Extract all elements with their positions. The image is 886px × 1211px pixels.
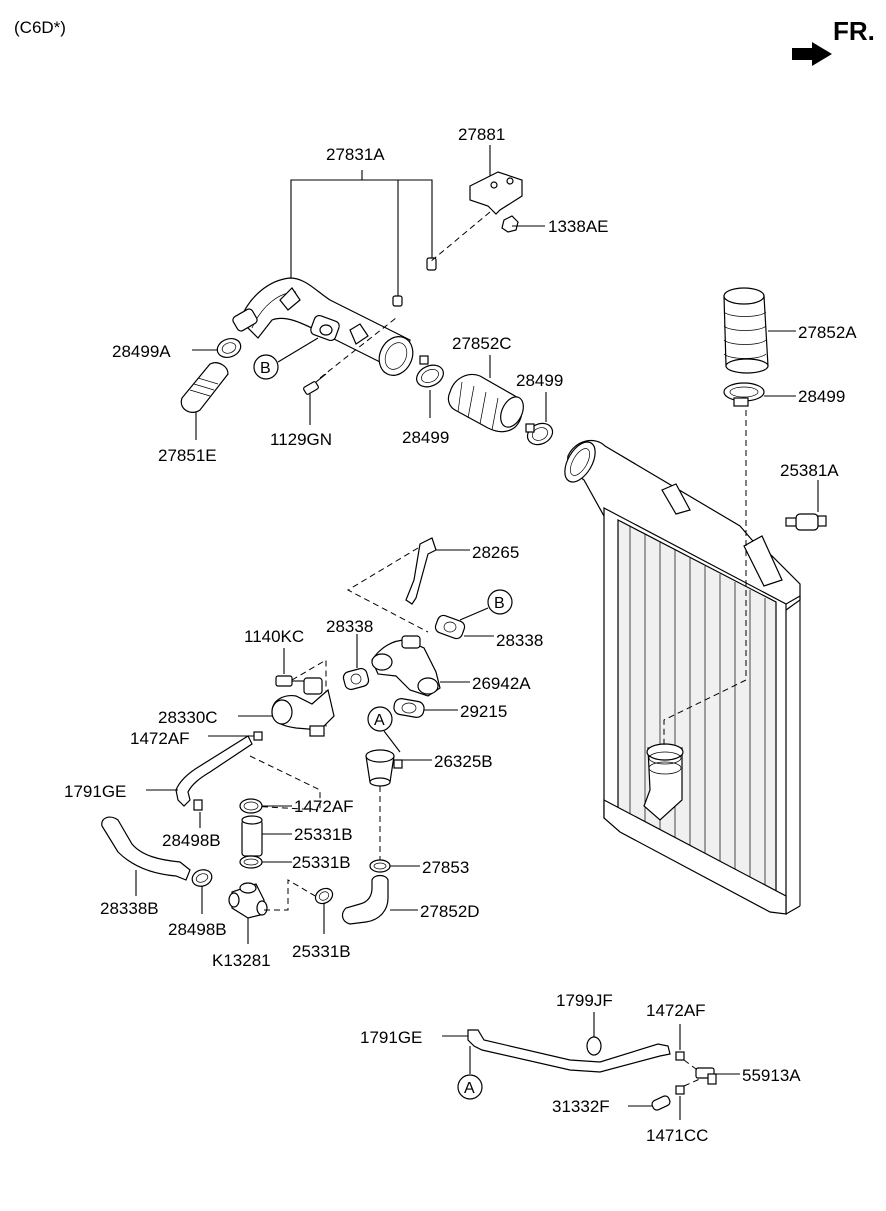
clamp-25331B-bottom bbox=[314, 887, 334, 905]
bracket-28265 bbox=[405, 537, 437, 605]
label-28265: 28265 bbox=[472, 543, 519, 562]
clamp-28499A bbox=[216, 337, 242, 359]
hose-27852D bbox=[341, 874, 389, 925]
label-31332F: 31332F bbox=[552, 1097, 610, 1116]
cap-26325B bbox=[365, 749, 403, 787]
connector-icon bbox=[193, 799, 203, 811]
clamp-25331B-left bbox=[239, 855, 263, 869]
label-1338AE: 1338AE bbox=[548, 217, 609, 236]
clip-1799JF bbox=[586, 1036, 602, 1056]
core-fins bbox=[629, 526, 766, 890]
clamp-28499-a bbox=[416, 355, 444, 388]
hose-28338B bbox=[101, 816, 191, 881]
hose-1791GE-mid bbox=[175, 735, 253, 807]
label-28499-c: 28499 bbox=[798, 387, 845, 406]
bolt-1129GN bbox=[303, 373, 327, 395]
housing-28330C bbox=[271, 677, 335, 737]
clamp-28498B-top bbox=[239, 798, 263, 814]
intercooler bbox=[564, 439, 801, 915]
hose-27851E bbox=[180, 362, 229, 413]
clamp-28498B-bottom bbox=[191, 869, 213, 887]
front-arrow-icon bbox=[792, 42, 832, 66]
label-28338-left: 28338 bbox=[326, 617, 373, 636]
label-25331B-left: 25331B bbox=[292, 853, 351, 872]
label-28499A: 28499A bbox=[112, 342, 171, 361]
label-28338B: 28338B bbox=[100, 899, 159, 918]
bracket-27881 bbox=[469, 171, 523, 215]
label-1791GE-bottom: 1791GE bbox=[360, 1028, 422, 1047]
label-28498B-top: 1472AF bbox=[294, 797, 354, 816]
label-28498B-bottom: 28498B bbox=[168, 920, 227, 939]
label-28330C: 28330C bbox=[158, 708, 218, 727]
label-27852C: 27852C bbox=[452, 334, 512, 353]
label-27853: 25331B bbox=[294, 825, 353, 844]
callout-a-mid bbox=[367, 706, 393, 732]
gasket-29215 bbox=[393, 698, 425, 718]
callout-a-mid-text: A bbox=[374, 712, 385, 729]
intake-pipe bbox=[232, 277, 414, 376]
connector-icon bbox=[253, 731, 263, 741]
callout-b-mid-text: B bbox=[494, 595, 505, 612]
label-26325B: 26325B bbox=[434, 752, 493, 771]
fitting-55913A bbox=[695, 1067, 717, 1085]
label-1472AF-bottom: 1472AF bbox=[646, 1001, 706, 1020]
label-27881: 27881 bbox=[458, 125, 505, 144]
label-26942A: 26942A bbox=[472, 674, 531, 693]
label-1791GE-mid: 1791GE bbox=[64, 782, 126, 801]
hose-27852A bbox=[723, 287, 769, 374]
leader-27831A bbox=[290, 170, 433, 298]
hose-27852C bbox=[447, 373, 524, 433]
label-25331B-right: 27853 bbox=[422, 858, 469, 877]
clamp-25331B-right bbox=[369, 859, 391, 873]
label-29215: 29215 bbox=[460, 702, 507, 721]
gasket-28338-right bbox=[434, 614, 466, 640]
callout-b-mid bbox=[487, 589, 513, 615]
label-28499-b: 28499 bbox=[516, 371, 563, 390]
callout-a-bottom-text: A bbox=[464, 1080, 475, 1097]
label-55913A: 55913A bbox=[742, 1066, 801, 1085]
label-1471CC: 1471CC bbox=[646, 1126, 708, 1145]
fitting-K13281 bbox=[228, 882, 268, 919]
label-27851E: 27851E bbox=[158, 446, 217, 465]
hose-1791GE-bottom bbox=[467, 1029, 671, 1073]
label-K13281: K13281 bbox=[212, 951, 271, 970]
hose-27853 bbox=[241, 815, 263, 857]
pin-icon bbox=[392, 257, 437, 307]
label-1472AF-mid: 28498B bbox=[162, 831, 221, 850]
label-27852A: 27852A bbox=[798, 323, 857, 342]
callout-b-top-text: B bbox=[260, 360, 271, 377]
label-25331B-bottom: 25331B bbox=[292, 942, 351, 961]
housing-26942A bbox=[371, 635, 441, 697]
label-27831A: 27831A bbox=[326, 145, 385, 164]
callout-b-top bbox=[253, 354, 279, 380]
connector-icon bbox=[675, 1085, 685, 1095]
tube-31332F bbox=[651, 1095, 671, 1111]
callout-a-bottom bbox=[457, 1074, 483, 1100]
label-1129GN: 1129GN bbox=[270, 430, 332, 449]
variant-code: (C6D*) bbox=[14, 18, 66, 37]
label-25381A: 25381A bbox=[780, 461, 839, 480]
clamp-28499-b bbox=[525, 422, 554, 446]
label-1472AF-top: 1472AF bbox=[130, 729, 190, 748]
label-27852D: 27852D bbox=[420, 902, 480, 921]
label-1140KC: 1140KC bbox=[244, 627, 304, 646]
bolt-1140KC bbox=[275, 675, 304, 687]
connector-icon bbox=[675, 1051, 685, 1061]
nut-icon bbox=[501, 215, 519, 233]
label-28499-a: 28499 bbox=[402, 428, 449, 447]
sensor-25381A bbox=[785, 513, 827, 531]
direction-label: FR. bbox=[833, 16, 875, 46]
label-1799JF: 1799JF bbox=[556, 991, 613, 1010]
gasket-28338-left bbox=[342, 667, 370, 691]
label-28338-right: 28338 bbox=[496, 631, 543, 650]
clamp-28499-c bbox=[723, 382, 765, 407]
